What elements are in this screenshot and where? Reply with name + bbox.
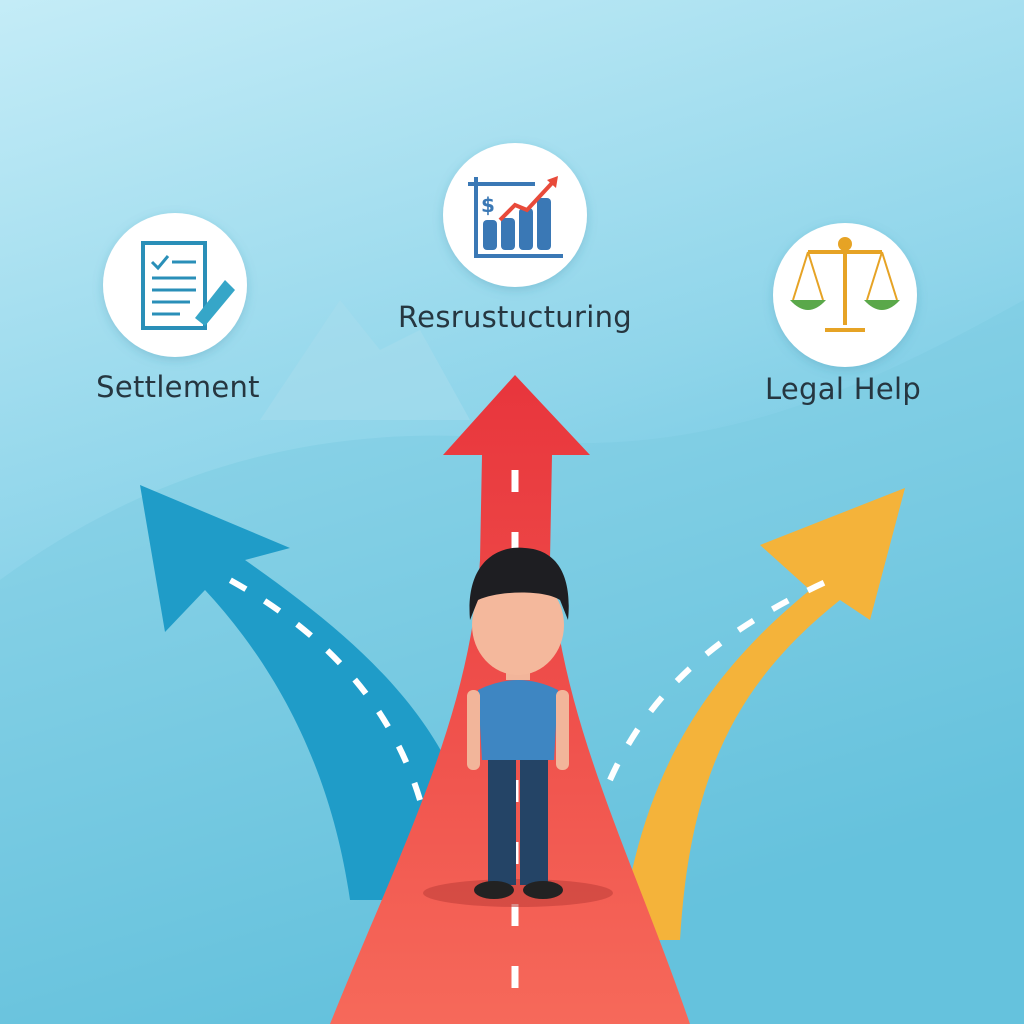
svg-text:$: $ (481, 193, 495, 217)
growth-chart-icon: $ (468, 176, 563, 258)
background-mountain (260, 300, 470, 420)
scales-of-justice-icon (790, 237, 900, 332)
legal-help-label: Legal Help (764, 372, 922, 406)
restructuring-icon-badge[interactable] (443, 143, 587, 287)
legal-help-path-arrow (607, 488, 905, 940)
person-figure (423, 547, 613, 907)
document-signature-icon (141, 241, 235, 330)
settlement-path-arrow (140, 485, 460, 900)
restructuring-label: Resrustucturing (398, 300, 632, 334)
settlement-label: Settlement (96, 370, 260, 404)
